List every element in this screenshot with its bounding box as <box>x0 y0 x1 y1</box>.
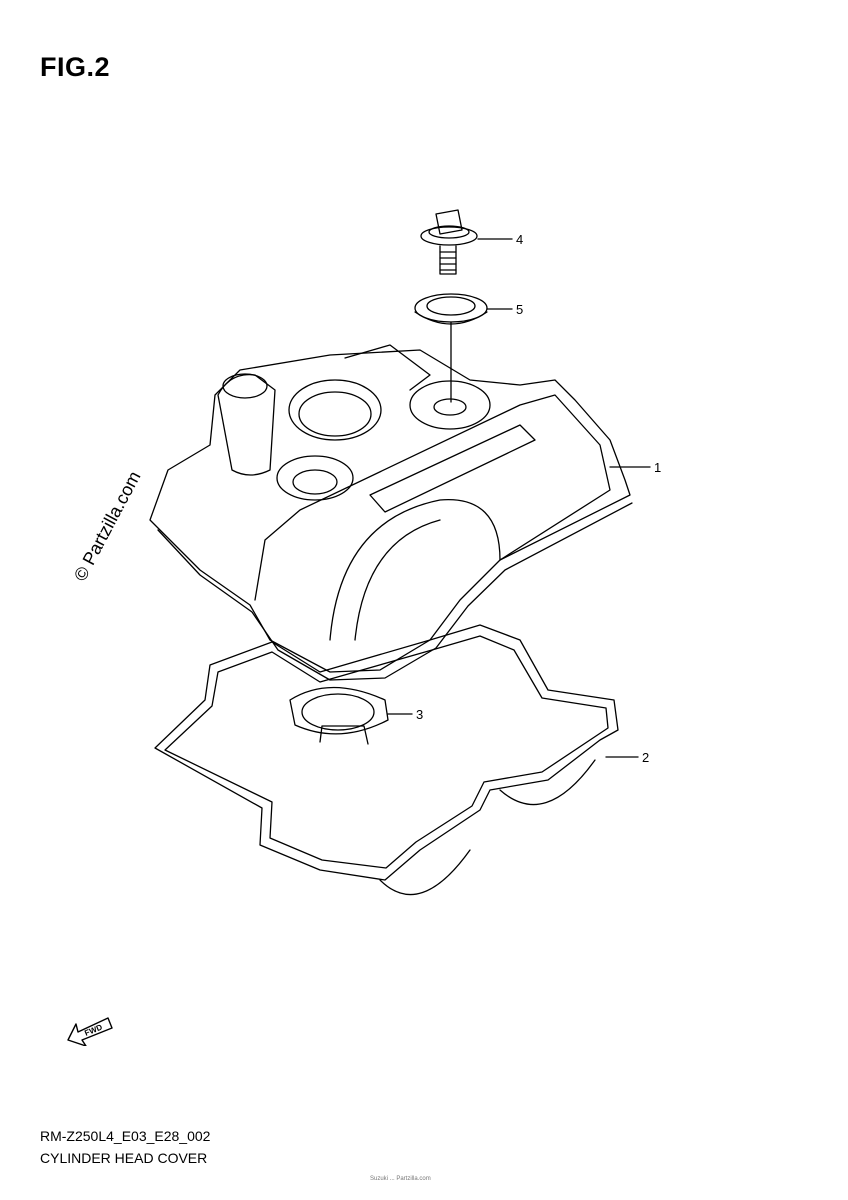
part-3-seal[interactable] <box>289 686 389 745</box>
diagram-code: RM-Z250L4_E03_E28_002 <box>40 1128 211 1144</box>
part-2-gasket[interactable] <box>154 624 619 896</box>
footer-small-print: Suzuki ... Partzilla.com <box>370 1176 431 1182</box>
part-5-grommet[interactable] <box>414 293 488 325</box>
diagram-caption: CYLINDER HEAD COVER <box>40 1150 208 1166</box>
part-4-bolt[interactable] <box>420 209 478 275</box>
callout-5: 5 <box>516 302 523 317</box>
callout-3: 3 <box>416 707 423 722</box>
figure-title: FIG.2 <box>40 52 111 82</box>
callout-4: 4 <box>516 232 523 247</box>
part-1-cylinder-head-cover[interactable] <box>149 344 633 681</box>
fwd-arrow-icon: FWD <box>67 1017 113 1046</box>
callout-2: 2 <box>642 750 649 765</box>
callout-1: 1 <box>654 460 661 475</box>
